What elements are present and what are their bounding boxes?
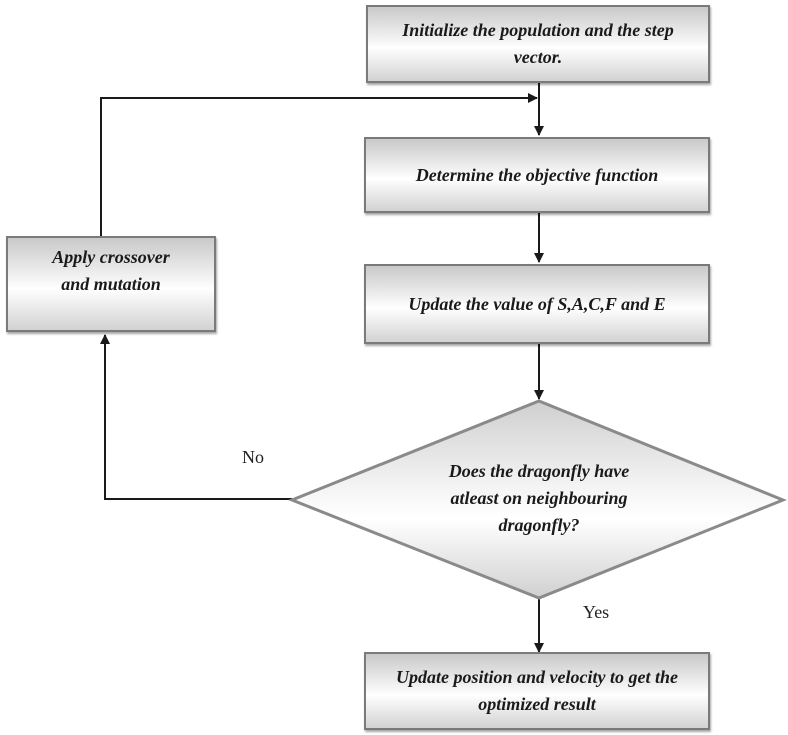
node-objective-function: Determine the objective function bbox=[364, 137, 710, 213]
decision-line-1: Does the dragonfly have bbox=[448, 461, 630, 481]
node-update-values-text: Update the value of S,A,C,F and E bbox=[408, 293, 666, 314]
decision-line-3: dragonfly? bbox=[498, 515, 580, 535]
node-crossover-mutation-text: Apply crossover and mutation bbox=[52, 247, 170, 294]
node-optimized-result-text: Update position and velocity to get the … bbox=[396, 667, 678, 714]
decision-text: Does the dragonfly have atleast on neigh… bbox=[380, 458, 698, 539]
node-initialize: Initialize the population and the step v… bbox=[366, 5, 710, 83]
node-initialize-text: Initialize the population and the step v… bbox=[402, 20, 674, 67]
node-optimized-result: Update position and velocity to get the … bbox=[364, 652, 710, 730]
edge-label-no: No bbox=[242, 447, 264, 467]
decision-line-2: atleast on neighbouring bbox=[450, 488, 628, 508]
arrow-no-to-crossover bbox=[100, 334, 292, 500]
edge-label-yes: Yes bbox=[583, 602, 610, 622]
decision-diamond bbox=[287, 399, 788, 600]
arrow-crossover-to-loop bbox=[100, 93, 538, 236]
node-update-values: Update the value of S,A,C,F and E bbox=[364, 264, 710, 344]
node-objective-function-text: Determine the objective function bbox=[415, 164, 659, 185]
node-crossover-mutation: Apply crossover and mutation bbox=[6, 236, 216, 332]
